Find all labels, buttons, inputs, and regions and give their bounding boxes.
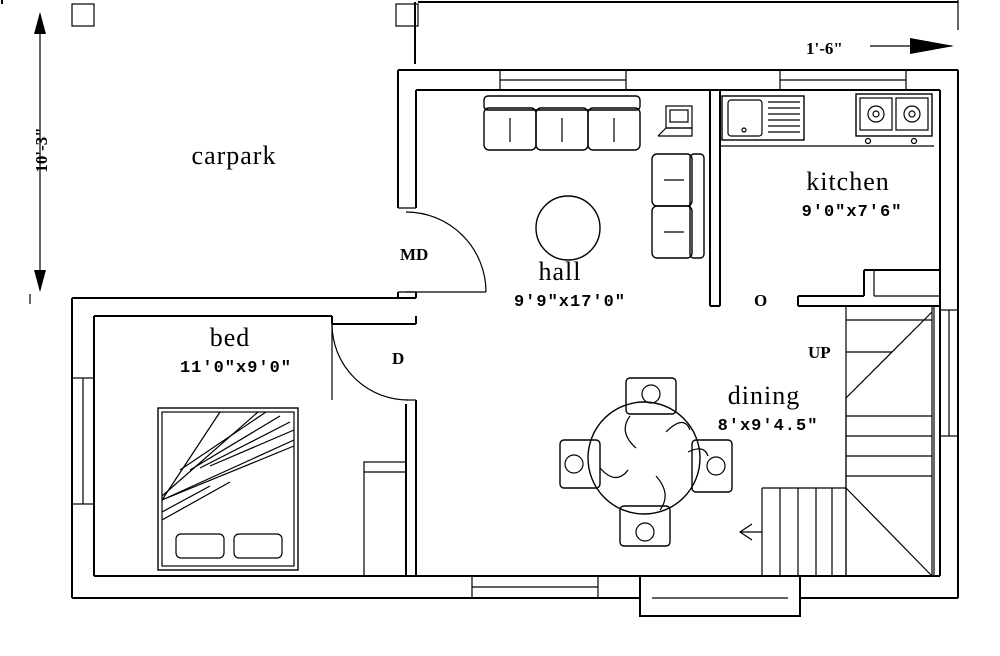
bed-icon (157, 407, 299, 571)
stair-up-label: UP (808, 343, 831, 362)
main-door: MD (398, 207, 487, 293)
carpark-outline (1, 0, 958, 64)
bed-size-label: 11'0"x9'0" (180, 359, 292, 378)
dining-label: dining (728, 381, 800, 410)
sofa-two-seater (651, 153, 705, 259)
bed-door-label: D (392, 349, 404, 368)
sink-icon (721, 95, 805, 141)
tv-icon (657, 105, 693, 137)
main-door-label: MD (400, 245, 428, 264)
bed-label: bed (210, 323, 251, 352)
vertical-dimension-label: 10'-3" (32, 127, 51, 172)
horizontal-dimension: 1'-6" (806, 0, 959, 58)
carpark-label: carpark (192, 141, 277, 170)
kitchen-opening-label: O (754, 291, 767, 310)
bed-door: D (331, 323, 416, 401)
dining-table-set (559, 377, 733, 547)
coffee-table (535, 195, 601, 261)
kitchen-size-label: 9'0"x7'6" (802, 203, 903, 222)
sofa-three-seater (483, 95, 641, 151)
kitchen-label: kitchen (806, 167, 890, 196)
dining-size-label: 8'x9'4.5" (718, 417, 819, 436)
hall-size-label: 9'9"x17'0" (514, 293, 626, 312)
staircase: UP (738, 305, 935, 577)
vertical-dimension: 10'-3" (29, 12, 51, 304)
house-walls (71, 69, 959, 617)
hall-label: hall (539, 257, 582, 286)
horizontal-dimension-label: 1'-6" (806, 39, 843, 58)
stove-icon (855, 93, 933, 145)
